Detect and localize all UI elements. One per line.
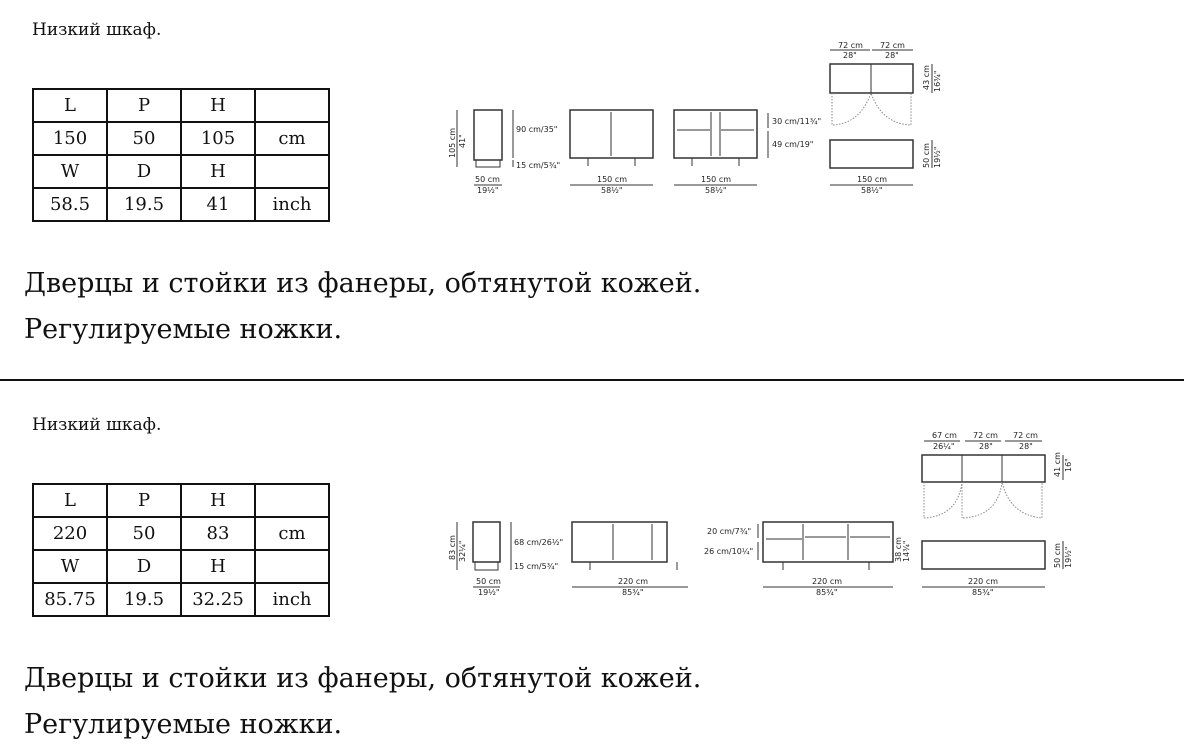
front-view <box>571 521 668 563</box>
cell: W <box>32 549 108 584</box>
cell: H <box>180 549 256 584</box>
description-line: Регулируемые ножки. <box>24 709 343 740</box>
label: 38 cm <box>894 537 903 562</box>
plan-view <box>829 139 914 169</box>
top-view <box>921 454 1046 483</box>
label: 50 cm <box>475 175 500 184</box>
description-line: Дверцы и стойки из фанеры, обтянутой кож… <box>24 663 702 694</box>
label: 68 cm/26½" <box>514 538 563 547</box>
label: 19½" <box>478 588 500 597</box>
open-view <box>673 109 758 159</box>
cell: L <box>32 88 108 123</box>
label: 72 cm <box>973 431 998 440</box>
label: 19½" <box>477 186 499 195</box>
label: 72 cm <box>838 41 863 50</box>
cell: 58.5 <box>32 187 108 222</box>
label: 15 cm/5¾" <box>516 161 560 170</box>
cell: cm <box>254 516 330 551</box>
label: 105 cm <box>448 128 457 158</box>
label: 14¾" <box>902 540 911 562</box>
label: 49 cm/19" <box>772 140 813 149</box>
label: 50 cm <box>476 577 501 586</box>
label: 67 cm <box>932 431 957 440</box>
label: 220 cm <box>968 577 998 586</box>
label: 50 cm <box>922 143 931 168</box>
cell: 41 <box>180 187 256 222</box>
label: 28" <box>843 51 857 60</box>
cell <box>254 483 330 518</box>
label: 90 cm/35" <box>516 125 557 134</box>
cell: 85.75 <box>32 582 108 617</box>
cell: 220 <box>32 516 108 551</box>
cell: H <box>180 154 256 189</box>
drawing-2: 83 cm 32¼" 68 cm/26½" 15 cm/5¾" 50 cm 19… <box>448 431 1073 597</box>
label: 220 cm <box>618 577 648 586</box>
cell: 105 <box>180 121 256 156</box>
label: 20 cm/7¾" <box>707 527 751 536</box>
label: 26 cm/10¼" <box>704 547 753 556</box>
label: 19½" <box>933 146 942 168</box>
cell: H <box>180 483 256 518</box>
cell: L <box>32 483 108 518</box>
cell <box>254 154 330 189</box>
cell: inch <box>254 187 330 222</box>
cell: W <box>32 154 108 189</box>
label: 16" <box>1064 458 1073 472</box>
label: 58½" <box>861 186 883 195</box>
label: 72 cm <box>1013 431 1038 440</box>
label: 19½" <box>1064 546 1073 568</box>
cell: H <box>180 88 256 123</box>
label: 32¼" <box>458 540 467 562</box>
cell: 50 <box>106 516 182 551</box>
cell: 50 <box>106 121 182 156</box>
cell: 83 <box>180 516 256 551</box>
label: 50 cm <box>1053 543 1062 568</box>
cell: P <box>106 483 182 518</box>
label: 15 cm/5¾" <box>514 562 558 571</box>
cell: 19.5 <box>106 582 182 617</box>
label: 85¾" <box>972 588 994 597</box>
cell: cm <box>254 121 330 156</box>
label: 16¾" <box>933 70 942 92</box>
description-line: Регулируемые ножки. <box>24 314 343 345</box>
divider <box>0 379 1184 381</box>
label: 150 cm <box>857 175 887 184</box>
label: 150 cm <box>701 175 731 184</box>
drawing-1: 105 cm 41" 90 cm/35" 15 cm/5¾" 50 cm 19½… <box>448 41 942 195</box>
label: 58½" <box>705 186 727 195</box>
product-title: Низкий шкаф. <box>32 20 162 40</box>
cell <box>254 88 330 123</box>
label: 28" <box>979 442 993 451</box>
label: 58½" <box>601 186 623 195</box>
label: 72 cm <box>880 41 905 50</box>
cell: 150 <box>32 121 108 156</box>
cell: P <box>106 88 182 123</box>
label: 28" <box>1019 442 1033 451</box>
label: 41" <box>458 134 467 148</box>
plan-view <box>921 540 1046 570</box>
product-title: Низкий шкаф. <box>32 415 162 435</box>
label: 41 cm <box>1053 452 1062 477</box>
cell: 32.25 <box>180 582 256 617</box>
cell <box>254 549 330 584</box>
label: 83 cm <box>448 535 457 560</box>
label: 28" <box>885 51 899 60</box>
side-view <box>473 109 503 161</box>
label: 43 cm <box>922 65 931 90</box>
open-view <box>762 521 894 563</box>
cell: D <box>106 154 182 189</box>
label: 85¾" <box>622 588 644 597</box>
label: 26¼" <box>933 442 955 451</box>
label: 85¾" <box>816 588 838 597</box>
cell: 19.5 <box>106 187 182 222</box>
label: 220 cm <box>812 577 842 586</box>
cell: inch <box>254 582 330 617</box>
label: 30 cm/11¾" <box>772 117 821 126</box>
side-view <box>472 521 501 563</box>
cell: D <box>106 549 182 584</box>
label: 150 cm <box>597 175 627 184</box>
description-line: Дверцы и стойки из фанеры, обтянутой кож… <box>24 268 702 299</box>
